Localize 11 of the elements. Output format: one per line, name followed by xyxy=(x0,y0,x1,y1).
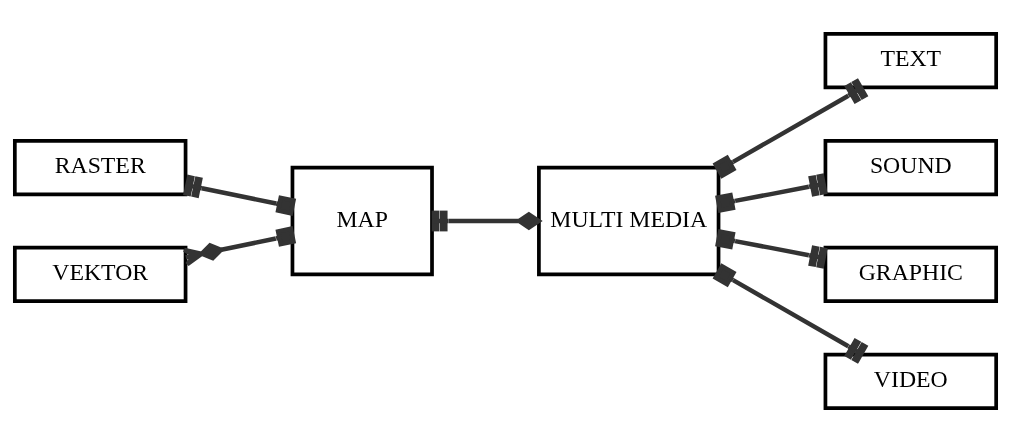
node-box: VEKTOR xyxy=(12,245,188,303)
connector xyxy=(712,77,869,179)
node-box: MULTI MEDIA xyxy=(537,165,721,276)
connector xyxy=(183,174,297,216)
node-box: SOUND xyxy=(823,138,999,196)
node-box: VIDEO xyxy=(823,352,999,410)
node-box: RASTER xyxy=(12,138,188,196)
node-box: TEXT xyxy=(823,31,999,89)
connector xyxy=(712,262,869,364)
node-box: GRAPHIC xyxy=(823,245,999,303)
node-box: MAP xyxy=(290,165,434,276)
